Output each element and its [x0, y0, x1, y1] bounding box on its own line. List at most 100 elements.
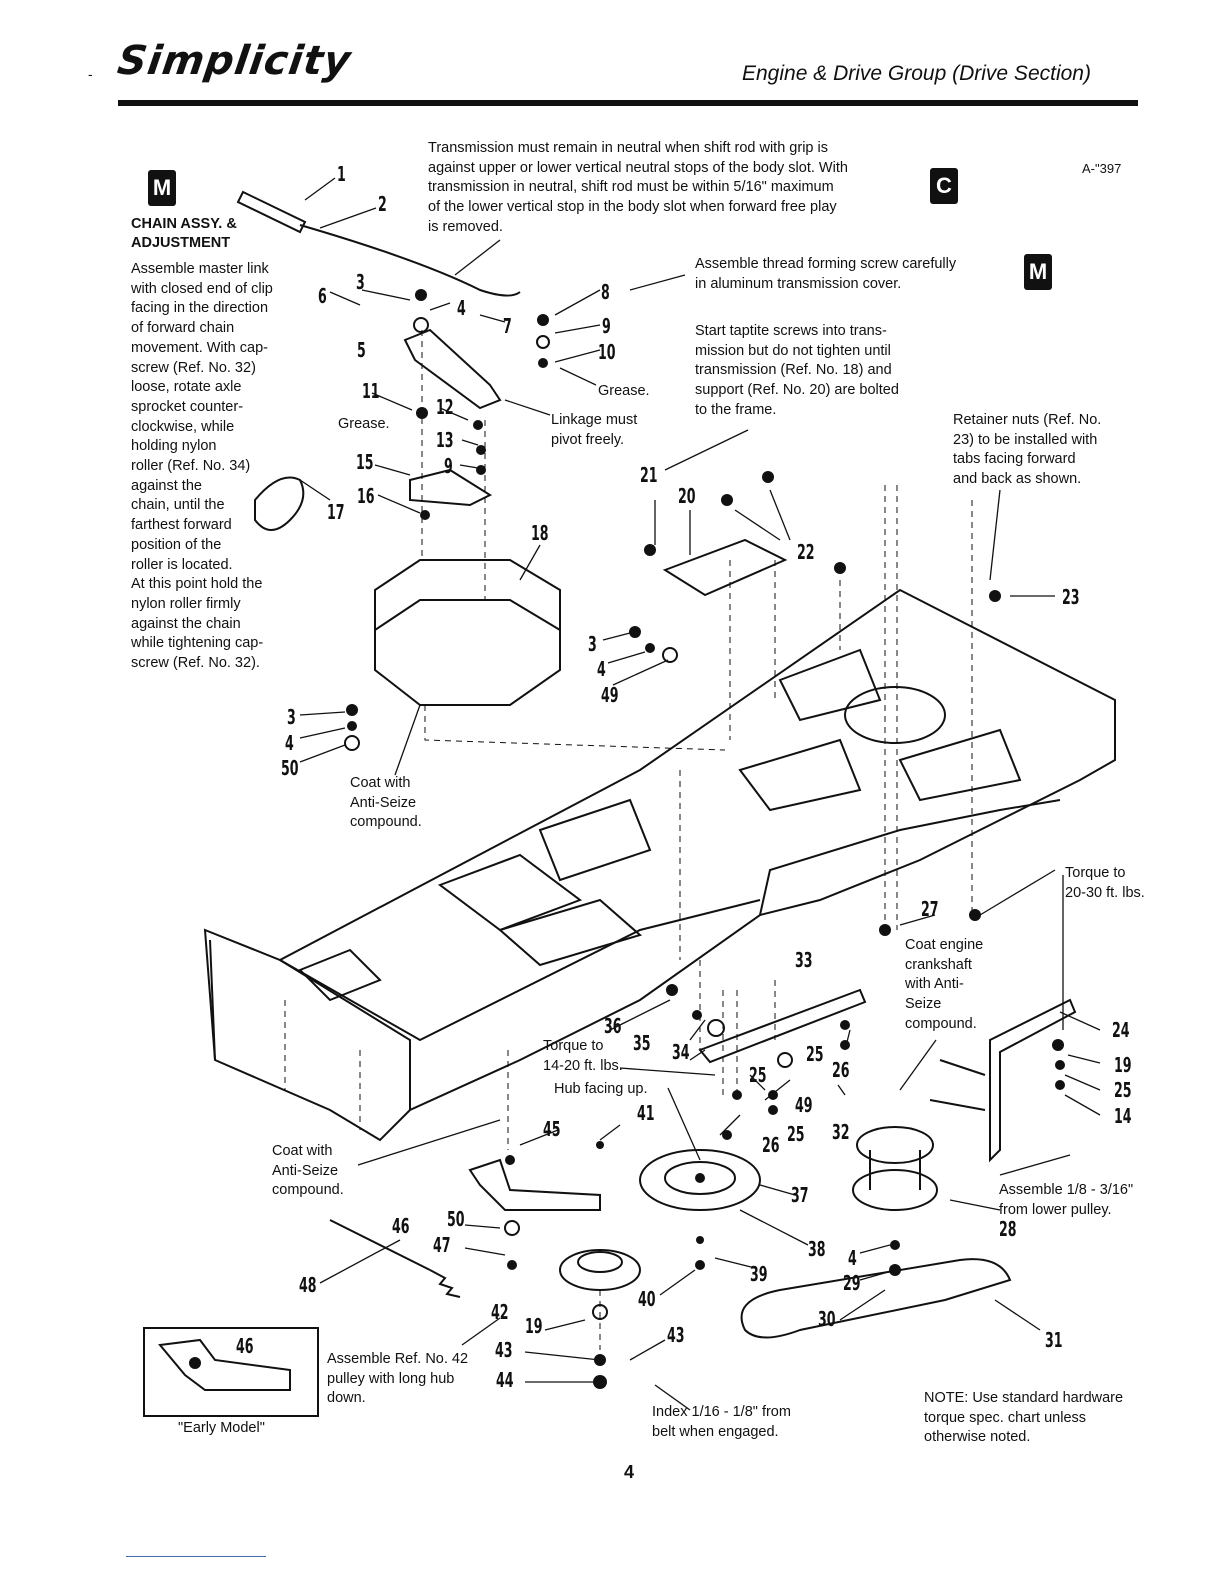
callout-4c: 4: [285, 731, 294, 755]
callout-40: 40: [638, 1287, 656, 1311]
callout-19b: 19: [525, 1314, 543, 1338]
nut: [476, 465, 486, 475]
callout-39: 39: [750, 1262, 768, 1286]
callout-9: 9: [602, 314, 611, 338]
nut: [594, 1354, 606, 1366]
callout-48: 48: [299, 1273, 317, 1297]
callout-13: 13: [436, 428, 454, 452]
callout-49: 49: [601, 683, 619, 707]
torque-14-20-note: Torque to 14-20 ft. lbs.: [543, 1038, 623, 1074]
bracket-24-arms: [929, 1059, 986, 1111]
taptite-note: Start taptite screws into trans- mission…: [695, 323, 899, 418]
nut: [879, 924, 891, 936]
callout-33: 33: [795, 948, 813, 972]
callout-46: 46: [392, 1214, 410, 1238]
nut: [1052, 1039, 1064, 1051]
frame-cutout-5: [738, 738, 862, 812]
frame-cutout-3: [497, 898, 643, 967]
nut: [840, 1020, 850, 1030]
spring-rod: [329, 1219, 431, 1271]
callout-45: 45: [543, 1117, 561, 1141]
callout-50: 50: [281, 756, 299, 780]
washer: [662, 647, 678, 663]
hardware-note: NOTE: Use standard hardware torque spec.…: [924, 1390, 1124, 1446]
nut: [346, 704, 358, 716]
chain: [254, 476, 305, 531]
nut: [416, 407, 428, 419]
nut: [721, 494, 733, 506]
callout-10: 10: [598, 340, 616, 364]
frame-cutout-2: [538, 798, 652, 882]
frame-side: [209, 939, 411, 1110]
callout-7: 7: [503, 314, 512, 338]
nut: [473, 420, 483, 430]
callout-4: 4: [457, 296, 466, 320]
footer-line: [126, 1556, 266, 1557]
header-rule: [118, 100, 1138, 106]
callout-47: 47: [433, 1233, 451, 1257]
anti-seize-note-1: Coat with Anti-Seize compound.: [350, 775, 422, 831]
support-bracket: [662, 538, 788, 597]
callout-19: 19: [1114, 1053, 1132, 1077]
callout-4b: 4: [597, 657, 606, 681]
callout-20: 20: [678, 484, 696, 508]
nut: [989, 590, 1001, 602]
badge-c: C: [930, 168, 958, 204]
frame-outline: [203, 588, 1116, 1142]
washer: [344, 735, 360, 751]
callout-28: 28: [999, 1217, 1017, 1241]
frame-cutout-1: [437, 853, 583, 932]
callout-31: 31: [1045, 1328, 1063, 1352]
callout-26: 26: [832, 1058, 850, 1082]
washer: [777, 1052, 793, 1068]
early-model-caption: "Early Model": [178, 1420, 265, 1436]
hub-facing-note: Hub facing up.: [554, 1081, 648, 1097]
nut: [420, 510, 430, 520]
callout-43: 43: [495, 1338, 513, 1362]
retainer-note: Retainer nuts (Ref. No. 23) to be instal…: [953, 412, 1102, 488]
callout-26b: 26: [762, 1133, 780, 1157]
nut: [696, 1236, 704, 1244]
chain-adjustment-text: Assemble master link with closed end of …: [131, 261, 273, 672]
transmission-body: [374, 559, 561, 706]
nut: [629, 626, 641, 638]
washer: [592, 1304, 608, 1320]
callout-14: 14: [1114, 1104, 1132, 1128]
callout-1: 1: [337, 162, 346, 186]
callout-8: 8: [601, 280, 610, 304]
callout-46-inset: 46: [236, 1334, 254, 1358]
pulley-37-outer: [639, 1149, 761, 1211]
nut: [732, 1090, 742, 1100]
pulley-42-hub: [577, 1251, 623, 1273]
callout-27: 27: [921, 897, 939, 921]
callout-3c: 3: [287, 705, 296, 729]
callout-30: 30: [818, 1307, 836, 1331]
nut: [840, 1040, 850, 1050]
figure-code: A-"397: [1082, 161, 1122, 176]
nut: [695, 1260, 705, 1270]
callout-41: 41: [637, 1101, 655, 1125]
nut: [768, 1090, 778, 1100]
callout-38: 38: [808, 1237, 826, 1261]
nut: [692, 1010, 702, 1020]
shift-grip: [236, 190, 307, 234]
callout-25b: 25: [806, 1042, 824, 1066]
badge-m-right: M: [1024, 254, 1052, 290]
frame-top-edge: [279, 899, 761, 1042]
nut: [505, 1155, 515, 1165]
washer: [413, 317, 429, 333]
nut: [415, 289, 427, 301]
callout-35: 35: [633, 1031, 651, 1055]
callout-23: 23: [1062, 585, 1080, 609]
bracket-33: [698, 988, 867, 1064]
callout-43b: 43: [667, 1323, 685, 1347]
nut: [768, 1105, 778, 1115]
shift-arm: [409, 468, 493, 507]
callout-4d: 4: [848, 1246, 857, 1270]
frame-cutout-7: [778, 648, 882, 722]
grease-note-left: Grease.: [338, 416, 390, 432]
callout-9b: 9: [444, 454, 453, 478]
washer: [536, 335, 550, 349]
washer: [707, 1019, 725, 1037]
frame-hole: [844, 686, 946, 744]
